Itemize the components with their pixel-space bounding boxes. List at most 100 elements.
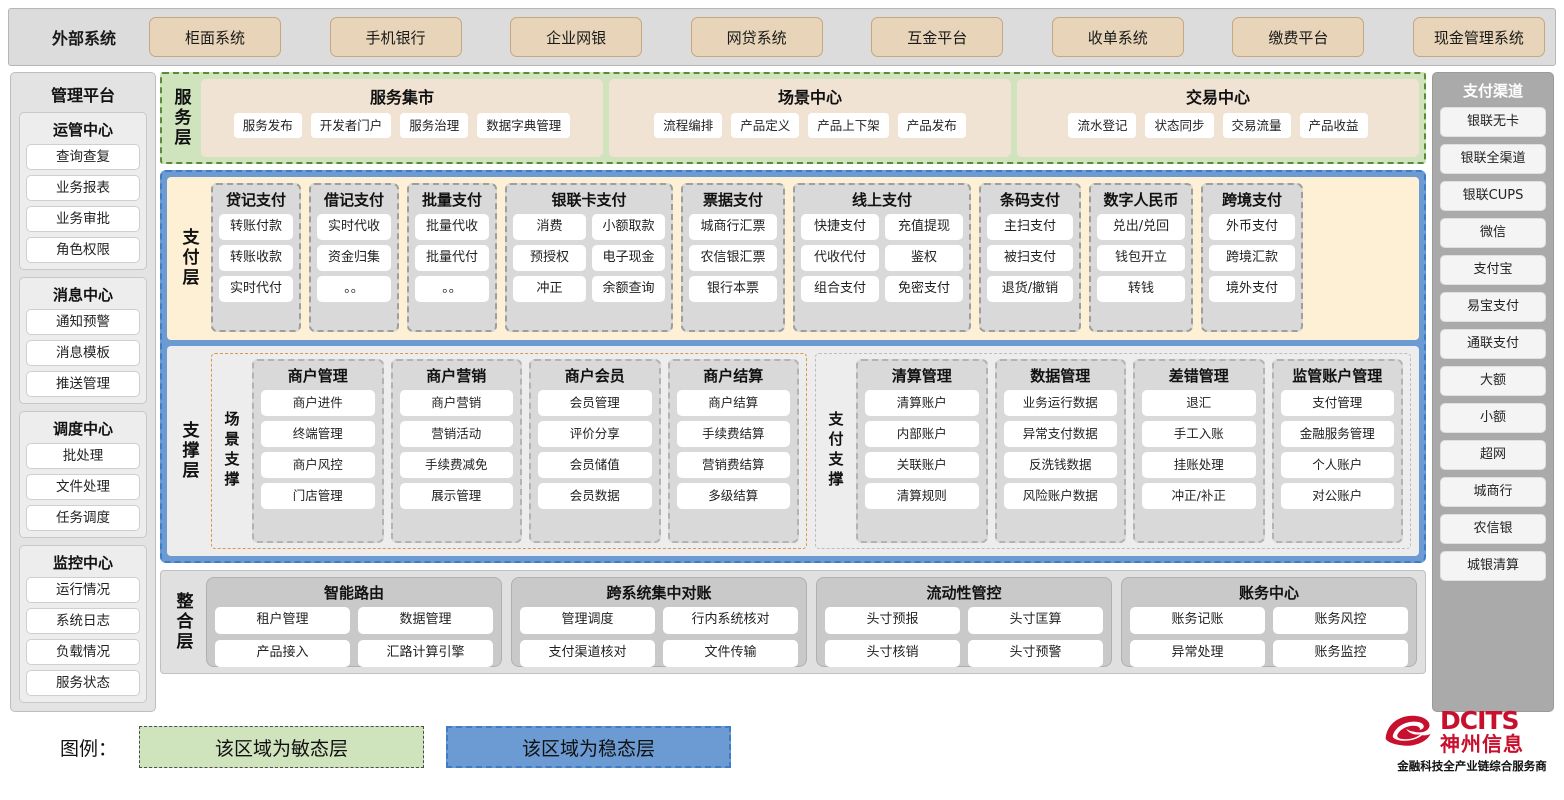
payment-channel-item[interactable]: 超网 <box>1440 440 1546 470</box>
integration-item[interactable]: 支付渠道核对 <box>520 640 655 667</box>
payment-item[interactable]: 批量代付 <box>415 245 489 271</box>
payment-item[interactable]: 银行本票 <box>689 276 777 302</box>
support-item[interactable]: 商户结算 <box>676 390 790 416</box>
payment-item[interactable]: 实时代付 <box>219 276 293 302</box>
external-system-chip[interactable]: 现金管理系统 <box>1412 17 1545 57</box>
support-item[interactable]: 商户营销 <box>399 390 513 416</box>
payment-item[interactable]: 转账付款 <box>219 214 293 240</box>
support-item[interactable]: 对公账户 <box>1280 483 1394 509</box>
support-item[interactable]: 商户风控 <box>261 452 375 478</box>
payment-item[interactable]: 预授权 <box>513 245 586 271</box>
payment-item[interactable]: 充值提现 <box>885 214 963 240</box>
support-item[interactable]: 营销费结算 <box>676 452 790 478</box>
service-item[interactable]: 服务治理 <box>400 113 469 138</box>
support-item[interactable]: 会员管理 <box>538 390 652 416</box>
support-item[interactable]: 手续费减免 <box>399 452 513 478</box>
integration-item[interactable]: 租户管理 <box>215 607 350 634</box>
management-item[interactable]: 文件处理 <box>26 474 140 500</box>
integration-item[interactable]: 账务风控 <box>1273 607 1408 634</box>
payment-item[interactable]: 资金归集 <box>317 245 391 271</box>
support-item[interactable]: 手工入账 <box>1142 421 1256 447</box>
support-item[interactable]: 商户进件 <box>261 390 375 416</box>
external-system-chip[interactable]: 柜面系统 <box>149 17 281 57</box>
payment-item[interactable]: 主扫支付 <box>987 214 1073 240</box>
service-item[interactable]: 流程编排 <box>654 113 723 138</box>
payment-channel-item[interactable]: 银联CUPS <box>1440 181 1546 211</box>
support-item[interactable]: 展示管理 <box>399 483 513 509</box>
management-item[interactable]: 业务审批 <box>26 206 140 232</box>
management-item[interactable]: 批处理 <box>26 443 140 469</box>
management-item[interactable]: 运行情况 <box>26 577 140 603</box>
support-item[interactable]: 业务运行数据 <box>1003 390 1117 416</box>
service-item[interactable]: 服务发布 <box>233 113 302 138</box>
payment-item[interactable]: 电子现金 <box>592 245 665 271</box>
payment-channel-item[interactable]: 大额 <box>1440 366 1546 396</box>
support-item[interactable]: 冲正/补正 <box>1142 483 1256 509</box>
payment-item[interactable]: 小额取款 <box>592 214 665 240</box>
payment-item[interactable]: 转钱 <box>1097 276 1185 302</box>
payment-item[interactable]: 境外支付 <box>1209 276 1295 302</box>
external-system-chip[interactable]: 互金平台 <box>871 17 1004 57</box>
integration-item[interactable]: 行内系统核对 <box>663 607 798 634</box>
integration-item[interactable]: 产品接入 <box>215 640 350 667</box>
payment-channel-item[interactable]: 城银清算 <box>1440 551 1546 581</box>
payment-item[interactable]: 冲正 <box>513 276 586 302</box>
external-system-chip[interactable]: 收单系统 <box>1051 17 1184 57</box>
payment-channel-item[interactable]: 微信 <box>1440 218 1546 248</box>
payment-channel-item[interactable]: 农信银 <box>1440 514 1546 544</box>
payment-channel-item[interactable]: 城商行 <box>1440 477 1546 507</box>
payment-channel-item[interactable]: 易宝支付 <box>1440 292 1546 322</box>
service-item[interactable]: 数据字典管理 <box>477 113 571 138</box>
payment-item[interactable]: 免密支付 <box>885 276 963 302</box>
service-item[interactable]: 状态同步 <box>1145 113 1214 138</box>
payment-item[interactable]: 跨境汇款 <box>1209 245 1295 271</box>
payment-item[interactable]: 代收代付 <box>801 245 879 271</box>
support-item[interactable]: 多级结算 <box>676 483 790 509</box>
payment-channel-item[interactable]: 通联支付 <box>1440 329 1546 359</box>
payment-item[interactable]: 。。 <box>415 276 489 302</box>
integration-item[interactable]: 管理调度 <box>520 607 655 634</box>
payment-item[interactable]: 鉴权 <box>885 245 963 271</box>
payment-item[interactable]: 组合支付 <box>801 276 879 302</box>
integration-item[interactable]: 文件传输 <box>663 640 798 667</box>
support-item[interactable]: 清算规则 <box>865 483 979 509</box>
service-item[interactable]: 交易流量 <box>1222 113 1291 138</box>
payment-item[interactable]: 钱包开立 <box>1097 245 1185 271</box>
payment-item[interactable]: 农信银汇票 <box>689 245 777 271</box>
service-item[interactable]: 产品发布 <box>897 113 966 138</box>
support-item[interactable]: 门店管理 <box>261 483 375 509</box>
support-item[interactable]: 个人账户 <box>1280 452 1394 478</box>
payment-item[interactable]: 余额查询 <box>592 276 665 302</box>
payment-item[interactable]: 兑出/兑回 <box>1097 214 1185 240</box>
payment-item[interactable]: 退货/撤销 <box>987 276 1073 302</box>
service-item[interactable]: 产品上下架 <box>808 113 889 138</box>
payment-item[interactable]: 。。 <box>317 276 391 302</box>
payment-item[interactable]: 消费 <box>513 214 586 240</box>
integration-item[interactable]: 数据管理 <box>358 607 493 634</box>
management-item[interactable]: 系统日志 <box>26 608 140 634</box>
payment-item[interactable]: 外币支付 <box>1209 214 1295 240</box>
payment-channel-item[interactable]: 银联全渠道 <box>1440 144 1546 174</box>
support-item[interactable]: 营销活动 <box>399 421 513 447</box>
support-item[interactable]: 清算账户 <box>865 390 979 416</box>
service-item[interactable]: 产品定义 <box>731 113 800 138</box>
management-item[interactable]: 消息模板 <box>26 340 140 366</box>
management-item[interactable]: 通知预警 <box>26 309 140 335</box>
external-system-chip[interactable]: 缴费平台 <box>1232 17 1365 57</box>
support-item[interactable]: 支付管理 <box>1280 390 1394 416</box>
management-item[interactable]: 角色权限 <box>26 237 140 263</box>
external-system-chip[interactable]: 手机银行 <box>329 17 462 57</box>
management-item[interactable]: 负载情况 <box>26 639 140 665</box>
payment-channel-item[interactable]: 支付宝 <box>1440 255 1546 285</box>
support-item[interactable]: 评价分享 <box>538 421 652 447</box>
external-system-chip[interactable]: 企业网银 <box>510 17 643 57</box>
support-item[interactable]: 终端管理 <box>261 421 375 447</box>
payment-item[interactable]: 批量代收 <box>415 214 489 240</box>
support-item[interactable]: 风险账户数据 <box>1003 483 1117 509</box>
payment-channel-item[interactable]: 小额 <box>1440 403 1546 433</box>
integration-item[interactable]: 账务记账 <box>1130 607 1265 634</box>
integration-item[interactable]: 头寸核销 <box>825 640 960 667</box>
service-item[interactable]: 流水登记 <box>1068 113 1137 138</box>
service-item[interactable]: 开发者门户 <box>310 113 392 138</box>
support-item[interactable]: 退汇 <box>1142 390 1256 416</box>
